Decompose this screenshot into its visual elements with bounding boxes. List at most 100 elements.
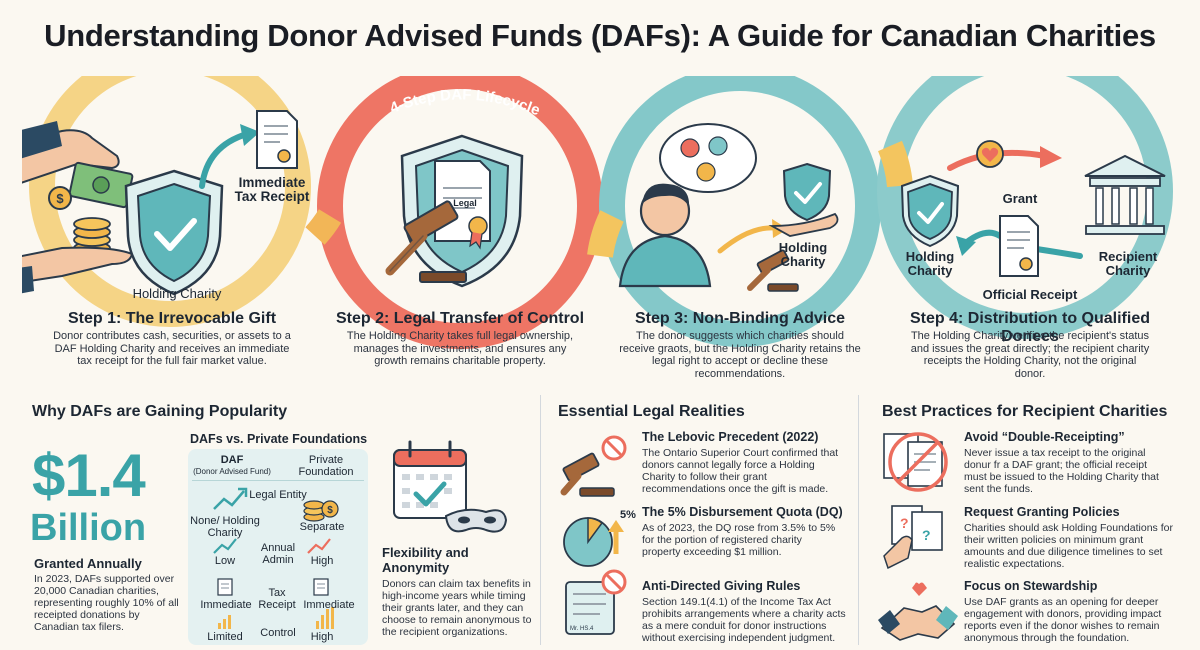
double-receipt-icon <box>883 432 948 492</box>
comparison-title: DAFs vs. Private Foundations <box>190 432 368 446</box>
lebovic-title: The Lebovic Precedent (2022) <box>642 430 819 444</box>
legal-label: Legal <box>453 198 477 208</box>
legal-title: Essential Legal Realities <box>558 403 745 420</box>
heart-coin-icon <box>976 140 1004 168</box>
step2-title: Step 2: Legal Transfer of Control <box>335 310 585 327</box>
document-icon <box>313 578 329 596</box>
lebovic-desc: The Ontario Superior Court confirmed tha… <box>642 447 839 495</box>
step-1: $ <box>22 76 322 386</box>
step1-title: Step 1: The Irrevocable Gift <box>67 310 277 327</box>
double-receipting-desc: Never issue a tax receipt to the origina… <box>964 447 1159 495</box>
grant-label: Grant <box>1002 191 1038 206</box>
step-4: Grant Holding Charity Recipient Charity … <box>880 76 1180 386</box>
tax-receipt-icon <box>256 110 298 169</box>
trend-up-icon <box>307 538 331 554</box>
holding-charity-label: Holding Charity <box>132 286 222 301</box>
dq-desc: As of 2023, the DQ rose from 3.5% to 5% … <box>642 522 836 558</box>
bar-chart-icon <box>316 607 334 629</box>
arrow-icon <box>199 131 250 189</box>
open-hand-icon <box>768 212 839 237</box>
section-divider <box>540 395 541 645</box>
pf-legal-entity: Separate <box>299 521 345 533</box>
practice-icons: ? ? <box>878 432 958 641</box>
recipient-building-icon <box>1084 154 1166 235</box>
five-percent-label: 5% <box>620 509 636 521</box>
mask-icon <box>444 508 508 533</box>
prohibited-icon <box>601 435 627 461</box>
arrow-icon <box>717 225 778 254</box>
pf-control: High <box>310 631 334 643</box>
immediate-tax-receipt-label: Immediate Tax Receipt <box>234 175 310 204</box>
bar-chart-icon <box>218 615 231 629</box>
row-label-legal-entity: Legal Entity <box>249 489 307 501</box>
daf-legal-entity: None/ Holding Charity <box>190 515 260 539</box>
step4-title: Step 4: Distribution to Qualified Donees <box>910 310 1150 345</box>
flexibility-desc: Donors can claim tax benefits in high-in… <box>382 578 532 638</box>
anti-directed-title: Anti-Directed Giving Rules <box>642 579 801 593</box>
lifecycle-loop: 4-Step DAF Lifecycle <box>29 76 1173 349</box>
calendar-mask-illustration <box>393 440 508 533</box>
trend-up-icon <box>213 538 237 554</box>
stat-unit: Billion <box>30 507 147 549</box>
page-title: Understanding Donor Advised Funds (DAFs)… <box>44 18 1156 53</box>
svg-text:?: ? <box>922 527 931 543</box>
stewardship-title: Focus on Stewardship <box>964 579 1098 593</box>
svg-text:$: $ <box>56 191 64 206</box>
stat-description: In 2023, DAFs supported over 20,000 Cana… <box>34 573 179 633</box>
step2-illustration <box>385 134 524 288</box>
daf-header: DAF (Donor Advised Fund) <box>193 454 271 476</box>
gavel-icon <box>560 452 615 497</box>
row-label-annual-admin: Annual Admin <box>260 542 296 566</box>
official-receipt-label: Official Receipt <box>982 287 1078 302</box>
daf-tax-receipt: Immediate <box>200 599 252 611</box>
gavel-icon <box>385 200 467 283</box>
stewardship-desc: Use DAF grants as an opening for deeper … <box>964 596 1162 644</box>
prohibited-icon <box>601 569 627 595</box>
pf-tax-receipt: Immediate <box>303 599 355 611</box>
policy-question-icon: ? ? <box>883 505 943 570</box>
step4-illustration <box>900 140 1166 277</box>
svg-text:?: ? <box>900 515 909 531</box>
popularity-title: Why DAFs are Gaining Popularity <box>32 403 288 420</box>
document-scroll-icon <box>565 581 615 635</box>
shield-check-icon <box>124 169 224 296</box>
svg-text:$: $ <box>327 505 333 516</box>
lifecycle-diagram: 4-Step DAF Lifecycle $ <box>0 76 1200 386</box>
holding-charity-label: Holding Charity <box>905 249 955 278</box>
step-3: Holding Charity Step 3: Non-Binding Advi… <box>590 76 890 386</box>
step2-desc: The Holding Charity takes full legal own… <box>346 330 574 367</box>
step3-desc: The donor suggests which charities shoul… <box>619 330 861 380</box>
dq-title: The 5% Disbursement Quota (DQ) <box>642 505 843 519</box>
section-divider <box>858 395 859 645</box>
step4-desc: The Holding Charity verifies the recipie… <box>910 330 1150 380</box>
row-label-control: Control <box>260 627 296 639</box>
step4-ring <box>877 76 1173 339</box>
pf-header: Private Foundation <box>298 454 354 478</box>
step3-ring <box>599 76 881 347</box>
shield-check-icon <box>782 162 832 222</box>
step3-title: Step 3: Non-Binding Advice <box>634 310 846 327</box>
calendar-icon <box>393 440 467 519</box>
coin-stack-icon: $ <box>303 500 339 522</box>
flexibility-title: Flexibility and Anonymity <box>382 545 469 575</box>
granting-policies-desc: Charities should ask Holding Foundations… <box>964 522 1173 570</box>
step1-illustration: $ <box>22 110 298 296</box>
step2-ring <box>317 76 603 349</box>
dollar-coin-icon <box>48 186 72 210</box>
step3-illustration <box>618 123 839 292</box>
practices-title: Best Practices for Recipient Charities <box>882 403 1168 420</box>
comparison-table: DAF (Donor Advised Fund) Private Foundat… <box>188 449 368 645</box>
receiving-hand-icon <box>22 246 134 284</box>
pie-chart-icon <box>563 517 624 567</box>
step1-ring <box>29 76 311 327</box>
document-icon <box>217 578 233 596</box>
anti-directed-desc: Section 149.1(4.1) of the Income Tax Act… <box>642 596 846 644</box>
donor-person-icon <box>618 183 712 288</box>
stat-caption: Granted Annually <box>34 556 142 571</box>
handshake-icon <box>878 582 958 641</box>
daf-control: Limited <box>207 631 243 643</box>
comparison-icons: $ <box>213 487 339 629</box>
section-ref-label: Mr. HS.4 <box>570 626 594 632</box>
granting-policies-title: Request Granting Policies <box>964 505 1120 519</box>
stat-amount: $1.4 <box>32 442 146 509</box>
